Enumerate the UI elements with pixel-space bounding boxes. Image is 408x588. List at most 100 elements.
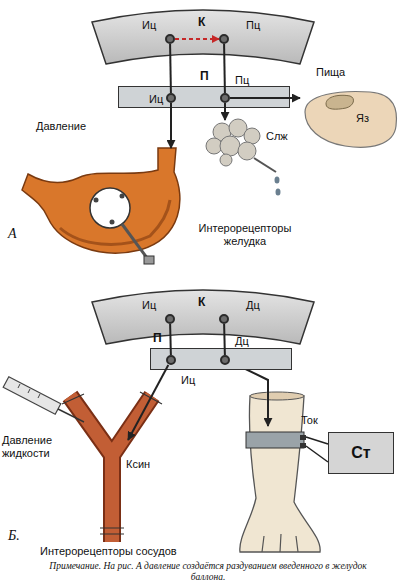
node-label: Интерорецепторы сосудов (40, 545, 177, 558)
subcortex-box: ПИцДц (150, 348, 292, 370)
electrode (300, 443, 306, 448)
vessel (70, 396, 152, 542)
label-holder: Иц (181, 374, 195, 387)
nerve-path (128, 365, 168, 440)
node-label: Пц (246, 19, 260, 32)
label-holder: Ксин (126, 458, 150, 471)
organ-region: ДавлениеИнтерорецепторы желудка (22, 148, 186, 256)
gland-lobe (220, 136, 240, 156)
gland-lobe (238, 142, 256, 160)
node-label: Иц (149, 93, 163, 106)
node-label: П (153, 332, 162, 345)
node-label: К (198, 16, 205, 29)
caption-holder: Примечание. На рис. А давление создаётся… (36, 561, 380, 583)
label-holder: Пц (246, 19, 260, 32)
nerve-center: Пц (219, 34, 229, 44)
label-holder: Пища (316, 66, 345, 79)
label-holder: Давление (36, 120, 86, 133)
label-holder: Яз (356, 112, 369, 125)
wire (306, 437, 328, 462)
nerve-center: Дц (219, 314, 229, 324)
cortex-band-outline (92, 10, 314, 64)
vessel-drawing (3, 377, 162, 542)
label-holder: Иц (142, 19, 156, 32)
saliva-drop (275, 177, 280, 184)
receptor (120, 194, 125, 199)
tongue (305, 92, 397, 148)
figure-letter: А (8, 226, 17, 242)
toes (262, 534, 298, 552)
label-holder: Б. (8, 528, 20, 544)
node-label: Пц (235, 74, 249, 87)
organ-region: ПищаЯз (300, 86, 400, 150)
stomach-drawing (22, 148, 180, 264)
label-holder: К (198, 296, 205, 309)
node-label: Иц (142, 299, 156, 312)
figure-letter: Б. (8, 528, 20, 544)
label-holder: Дц (246, 299, 260, 312)
label-holder: Давление жидкости (2, 434, 84, 460)
nerve-center: Пц (220, 93, 230, 103)
syringe-ticks (18, 384, 40, 398)
food (326, 95, 353, 109)
node-label: Слж (266, 130, 288, 143)
label-holder: Слж (266, 130, 288, 143)
stomach-body (22, 148, 180, 253)
organ-region: Давление жидкостиКсинИнтерорецепторы сос… (55, 440, 180, 555)
node-label: Интерорецепторы желудка (186, 222, 304, 248)
vessel-outline (70, 396, 152, 542)
tube-tap (144, 256, 154, 264)
nerve-center: Иц (165, 34, 175, 44)
nerve-center: Иц (166, 355, 176, 365)
leg-cut (250, 392, 304, 400)
label-holder: К (198, 16, 205, 29)
label-holder: А (8, 226, 17, 242)
stimulator-box: ТокСт (328, 432, 394, 474)
nerve-center: Дц (220, 355, 230, 365)
leg-drawing (229, 361, 328, 552)
gland-duct (254, 158, 276, 172)
node-label: Пища (316, 66, 345, 79)
efferent-line (229, 361, 268, 426)
electrode (300, 435, 306, 440)
label-holder: Иц (149, 93, 163, 106)
label-holder: Иц (142, 299, 156, 312)
nerve-center: Иц (165, 314, 175, 324)
nerve-path (170, 103, 172, 148)
node-label: Ст (351, 444, 370, 462)
cortex-band-shape (92, 284, 314, 344)
node-label: Яз (356, 112, 369, 125)
node-label: Давление жидкости (2, 434, 84, 460)
cortex-band: КИцДц (92, 284, 314, 344)
label-holder: П (200, 70, 209, 83)
receptor (110, 220, 115, 225)
saliva-drop (276, 189, 281, 196)
node-label: Ксин (126, 458, 150, 471)
organ-region: Слж (200, 120, 295, 170)
tongue-drawing (305, 92, 397, 148)
syringe-needle (58, 409, 84, 422)
gland-lobe (220, 154, 232, 166)
leg (240, 396, 320, 552)
label-holder: Ток (301, 414, 318, 427)
balloon (90, 188, 130, 228)
syringe-body (3, 377, 61, 415)
label-holder: Пц (235, 74, 249, 87)
node-label: Иц (142, 19, 156, 32)
cortex-band-shape (92, 4, 314, 64)
label-holder: Интерорецепторы сосудов (40, 545, 177, 558)
node-label: Ток (301, 414, 318, 427)
node-label: Давление (36, 120, 86, 133)
cortex-band-outline (92, 290, 314, 344)
label-holder: Ст (329, 433, 393, 473)
node-label: К (198, 296, 205, 309)
node-label: Дц (235, 335, 249, 348)
ligature (62, 392, 162, 534)
note-caption: Примечание. На рис. А давление создаётся… (36, 561, 380, 583)
receptor (94, 198, 99, 203)
node-label: Дц (246, 299, 260, 312)
label-holder: Интерорецепторы желудка (186, 222, 304, 248)
label-holder: Дц (235, 335, 249, 348)
nerve-center: Иц (166, 93, 176, 103)
